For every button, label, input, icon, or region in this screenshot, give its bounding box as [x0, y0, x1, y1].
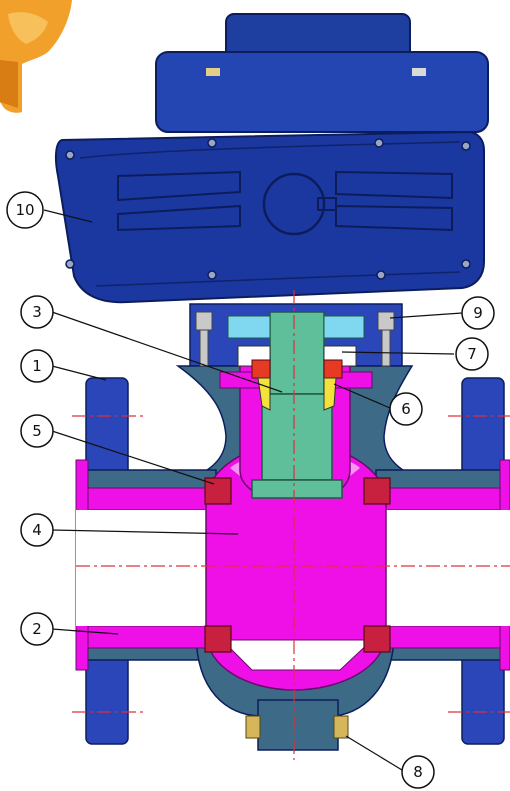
callout-3: 3	[20, 295, 54, 329]
stem	[227, 311, 365, 499]
centerlines	[72, 290, 510, 760]
callout-10-text: 10	[15, 201, 34, 219]
bottom-bolts	[245, 715, 349, 739]
callout-6-text: 6	[401, 400, 411, 418]
callout-balloons: 1 2 3 4 5 6 7 8	[6, 191, 495, 789]
leader-lines	[43, 209, 463, 771]
electric-actuator	[54, 13, 489, 304]
callout-6: 6	[389, 392, 423, 426]
callout-5: 5	[20, 414, 54, 448]
callout-5-text: 5	[32, 422, 42, 440]
callout-1-text: 1	[32, 357, 42, 375]
callout-7: 7	[455, 337, 489, 371]
callout-8: 8	[401, 755, 435, 789]
callout-4-text: 4	[32, 521, 42, 539]
handwheel-fragment	[0, 0, 72, 113]
callout-10: 10	[6, 191, 44, 229]
callout-7-text: 7	[467, 345, 477, 363]
packing-gland	[237, 345, 357, 411]
callout-2-text: 2	[32, 620, 42, 638]
callout-2: 2	[20, 612, 54, 646]
seat-rings	[204, 477, 391, 653]
callout-3-text: 3	[32, 303, 42, 321]
callout-4: 4	[20, 513, 54, 547]
callout-9: 9	[461, 296, 495, 330]
mounting-bolts	[195, 311, 395, 367]
callout-1: 1	[20, 349, 54, 383]
callout-9-text: 9	[473, 304, 483, 322]
callout-8-text: 8	[413, 763, 423, 781]
